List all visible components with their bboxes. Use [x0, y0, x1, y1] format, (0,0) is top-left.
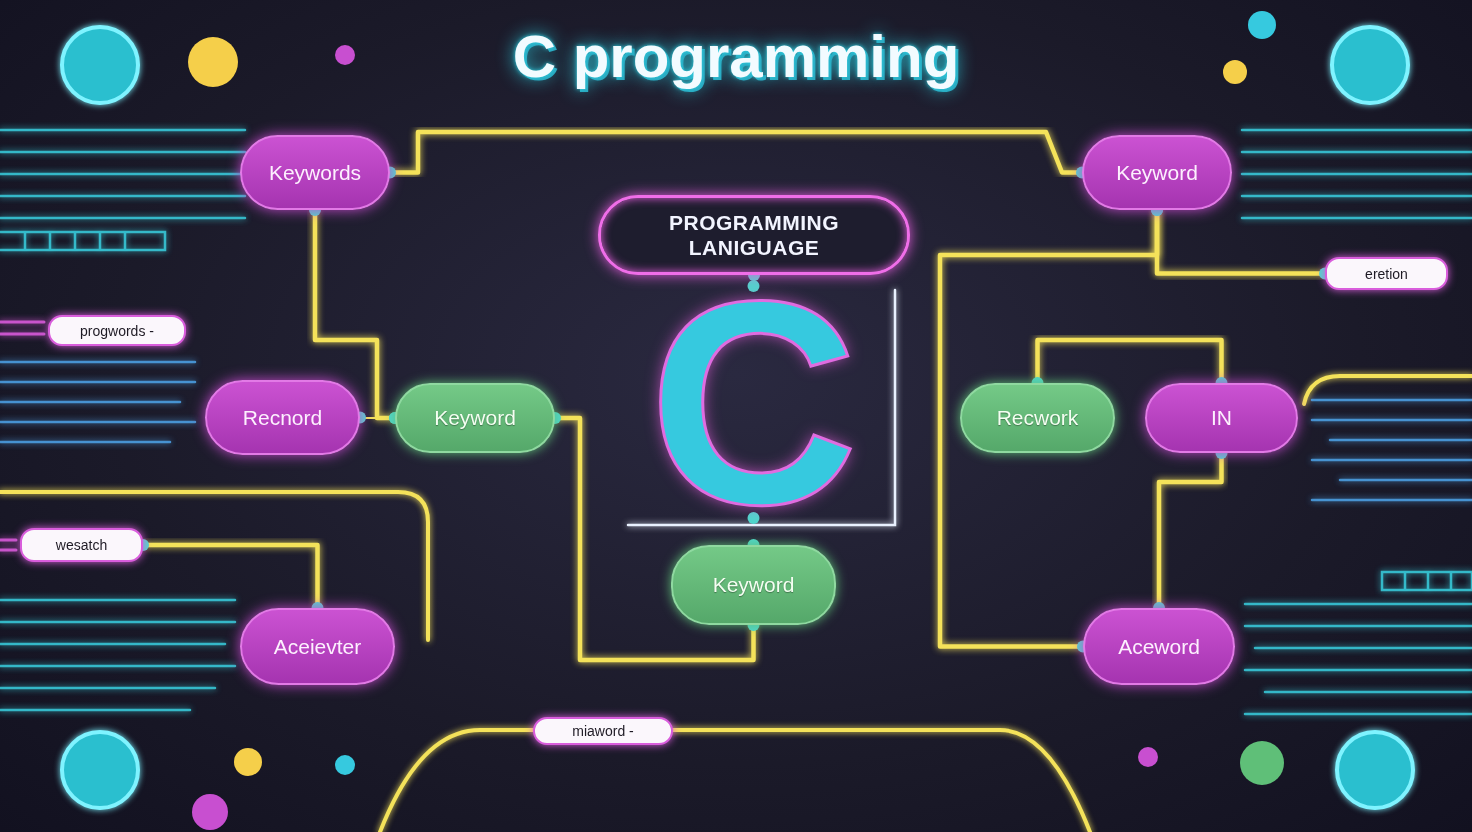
connector: [143, 545, 318, 608]
yellow-wire: [380, 730, 1090, 832]
node-label: Keyword: [1116, 161, 1198, 185]
cyan-bubble: [1332, 27, 1408, 103]
pink-dot: [1138, 747, 1158, 767]
node-label: PROGRAMMING LANIGUAGE: [641, 210, 867, 260]
cyan-dot: [1248, 11, 1276, 39]
neon-streaks: [1312, 400, 1472, 500]
connector: [1157, 210, 1325, 274]
node-label: IN: [1211, 406, 1232, 430]
keyword-pill: IN: [1145, 383, 1298, 453]
node-label: Recwork: [997, 406, 1079, 430]
pink-streaks: [0, 322, 44, 550]
connector: [940, 210, 1157, 647]
keyword-pill: Aceievter: [240, 608, 395, 685]
keyword-pill: Keywords: [240, 135, 390, 210]
yellow-dot: [1223, 60, 1247, 84]
green-dot: [1240, 741, 1284, 785]
language-box: PROGRAMMING LANIGUAGE: [598, 195, 910, 275]
c-logo: C: [636, 286, 871, 518]
node-label: Aceievter: [274, 635, 362, 659]
node-label: Keyword: [434, 406, 516, 430]
tag-label: miaword -: [533, 717, 673, 745]
tag-label: wesatch: [20, 528, 143, 562]
neon-streaks: [1245, 604, 1472, 714]
pink-dot: [335, 45, 355, 65]
node-label: eretion: [1365, 266, 1408, 282]
connector: [1038, 340, 1222, 383]
bubbles: [62, 11, 1413, 830]
node-label: Aceword: [1118, 635, 1200, 659]
cyan-bubble: [62, 732, 138, 808]
node-label: progwords -: [80, 323, 154, 339]
yellow-wire: [1304, 376, 1472, 404]
pink-dot: [192, 794, 228, 830]
cyan-bubble: [1337, 732, 1413, 808]
connector: [1159, 453, 1222, 608]
neon-streaks: [0, 130, 245, 218]
node-label: wesatch: [56, 537, 107, 553]
node-label: Recnord: [243, 406, 322, 430]
yellow-dot: [234, 748, 262, 776]
cyan-bubble: [62, 27, 138, 103]
node-label: Keywords: [269, 161, 361, 185]
keyword-pill: Keyword: [1082, 135, 1232, 210]
keyword-pill: Recwork: [960, 383, 1115, 453]
node-label: miaword -: [572, 723, 633, 739]
keyword-pill: Keyword: [395, 383, 555, 453]
title: C programming: [0, 22, 1472, 91]
neon-streaks: [1242, 130, 1472, 218]
keyword-pill: Keyword: [671, 545, 836, 625]
neon-comb: [1382, 572, 1472, 590]
yellow-dot: [188, 37, 238, 87]
node-label: Keyword: [713, 573, 795, 597]
cyan-dot: [335, 755, 355, 775]
keyword-pill: Recnord: [205, 380, 360, 455]
keyword-pill: Aceword: [1083, 608, 1235, 685]
node-label: C: [649, 286, 858, 518]
neon-streaks: [0, 600, 235, 710]
neon-comb: [0, 232, 165, 250]
tag-label: eretion: [1325, 257, 1448, 290]
connector: [390, 132, 1082, 173]
neon-streaks: [0, 362, 195, 442]
tag-label: progwords -: [48, 315, 186, 346]
